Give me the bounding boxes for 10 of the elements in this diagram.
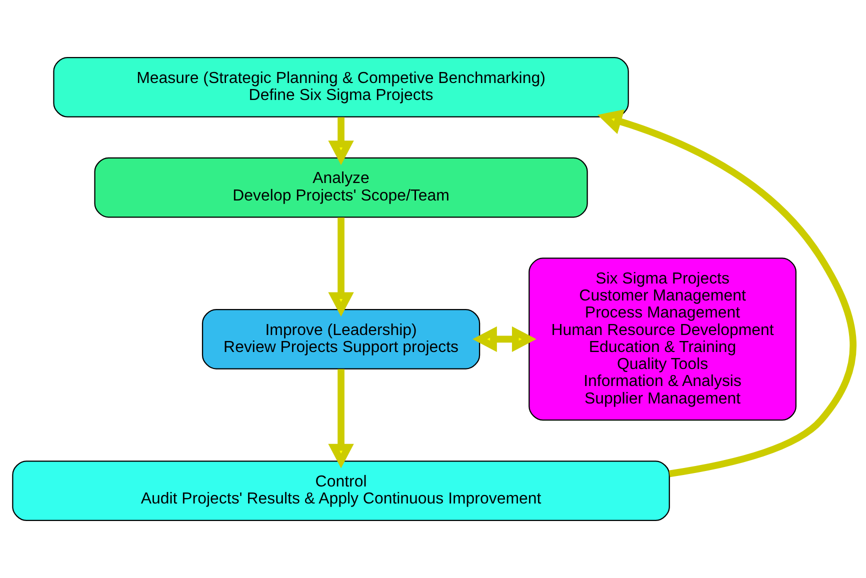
arrow [328,117,354,166]
arrow [328,369,354,468]
arrow [328,217,354,317]
node-box: Control Audit Projects' Results & Apply Continuous Improvement [12,460,670,522]
node-box: Improve (Leadership) Review Projects Support projects [202,308,480,370]
node-box: Analyze Develop Projects' Scope/Team [94,157,588,218]
node-box: Six Sigma Projects Customer Management Process Management Human Resource Development Education & Training Quality Tools Information & Analysis Supplier Management [528,258,796,421]
node-box: Measure (Strategic Planning & Competive Benchmarking) Define Six Sigma Projects [53,57,629,118]
arrow [472,326,536,352]
arrow [597,109,856,478]
